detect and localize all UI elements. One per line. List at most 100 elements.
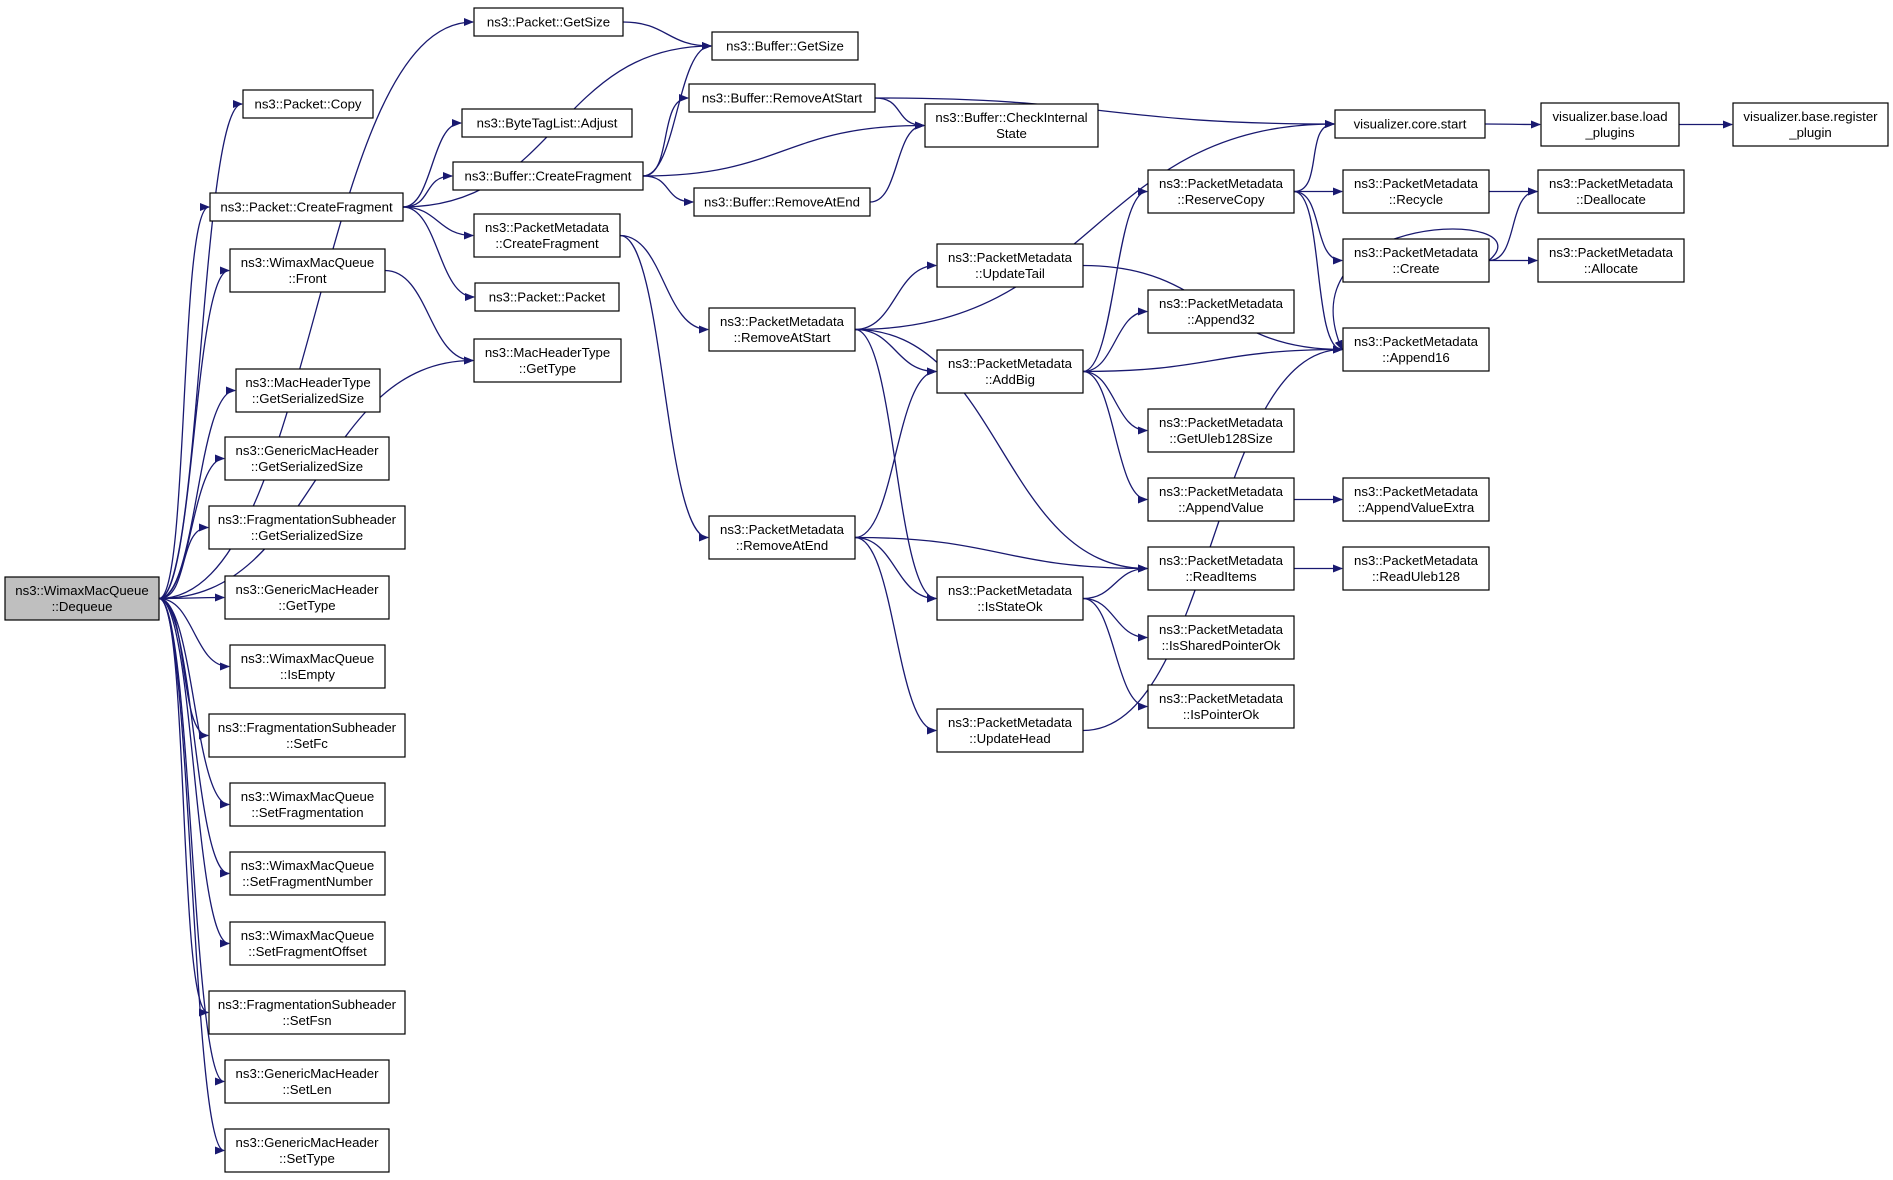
node-fs-setfsn[interactable]: ns3::FragmentationSubheader::SetFsn — [208, 990, 406, 1035]
node-label-line: ns3::PacketMetadata — [1549, 245, 1674, 260]
node-label-line: ::UpdateHead — [969, 731, 1050, 746]
node-label-line: ::IsPointerOk — [1183, 707, 1260, 722]
node-pm-dealloc[interactable]: ns3::PacketMetadata::Deallocate — [1537, 169, 1685, 214]
node-label-line: ns3::MacHeaderType — [485, 345, 610, 360]
node-buf-createfrag[interactable]: ns3::Buffer::CreateFragment — [452, 161, 644, 191]
node-label-line: ns3::PacketMetadata — [1354, 176, 1479, 191]
node-box — [224, 1059, 390, 1104]
node-wq-setfrag[interactable]: ns3::WimaxMacQueue::SetFragmentation — [229, 782, 386, 827]
node-pm-append32[interactable]: ns3::PacketMetadata::Append32 — [1147, 289, 1295, 334]
node-box — [688, 83, 876, 113]
node-box — [229, 248, 386, 293]
node-pkt-packet[interactable]: ns3::Packet::Packet — [474, 282, 620, 312]
node-label-line: ns3::FragmentationSubheader — [218, 512, 397, 527]
node-box — [209, 192, 404, 222]
node-pm-updatetail[interactable]: ns3::PacketMetadata::UpdateTail — [936, 243, 1084, 288]
edge-pm_rmstart-to-vis_start — [854, 120, 1335, 331]
node-vis-start[interactable]: visualizer.core.start — [1334, 109, 1486, 139]
node-gmh-settype[interactable]: ns3::GenericMacHeader::SetType — [224, 1128, 390, 1173]
edge-root-to-wq_setfragoff — [158, 597, 230, 948]
node-pkt-getsize[interactable]: ns3::Packet::GetSize — [473, 7, 624, 37]
node-label-line: ::Append32 — [1187, 312, 1254, 327]
node-label-line: ::RemoveAtStart — [734, 330, 831, 345]
node-box — [1147, 477, 1295, 522]
node-pm-create[interactable]: ns3::PacketMetadata::Create — [1342, 238, 1490, 283]
node-box — [924, 103, 1099, 148]
edge-pm_addbig-to-pm_append16 — [1082, 345, 1343, 373]
node-label-line: ns3::Packet::GetSize — [487, 15, 610, 30]
node-mht-gettype[interactable]: ns3::MacHeaderType::GetType — [473, 338, 622, 383]
node-pm-createfrag[interactable]: ns3::PacketMetadata::CreateFragment — [473, 213, 621, 258]
edge-pm_addbig-to-pm_appendvalue — [1082, 370, 1148, 504]
node-pkt-createfrag[interactable]: ns3::Packet::CreateFragment — [209, 192, 404, 222]
edge-root-to-gmh_settype — [158, 597, 225, 1155]
node-btl-adjust[interactable]: ns3::ByteTagList::Adjust — [461, 108, 633, 138]
edge-pm_addbig-to-pm_reservecopy — [1082, 187, 1148, 373]
node-pkt-copy[interactable]: ns3::Packet::Copy — [242, 89, 374, 119]
node-label-line: ns3::Buffer::GetSize — [726, 39, 844, 54]
node-pm-getuleb[interactable]: ns3::PacketMetadata::GetUleb128Size — [1147, 408, 1295, 453]
node-gmh-setlen[interactable]: ns3::GenericMacHeader::SetLen — [224, 1059, 390, 1104]
edge-pm_create-to-pm_dealloc — [1488, 187, 1538, 262]
node-vis-register[interactable]: visualizer.base.register_plugin — [1732, 102, 1889, 147]
node-pm-updatehead[interactable]: ns3::PacketMetadata::UpdateHead — [936, 708, 1084, 753]
node-pm-alloc[interactable]: ns3::PacketMetadata::Allocate — [1537, 238, 1685, 283]
node-pm-reservecopy[interactable]: ns3::PacketMetadata::ReserveCopy — [1147, 169, 1295, 214]
node-label-line: ::SetFragmentation — [251, 805, 363, 820]
edge-buf_createfrag-to-buf_check — [642, 121, 925, 177]
node-box — [711, 31, 859, 61]
node-pm-recycle[interactable]: ns3::PacketMetadata::Recycle — [1342, 169, 1490, 214]
node-root[interactable]: ns3::WimaxMacQueue::Dequeue — [4, 576, 160, 621]
node-buf-getsize[interactable]: ns3::Buffer::GetSize — [711, 31, 859, 61]
node-label-line: ::SetFragmentOffset — [248, 944, 367, 959]
node-wq-setfragnum[interactable]: ns3::WimaxMacQueue::SetFragmentNumber — [229, 851, 386, 896]
node-buf-rmstart[interactable]: ns3::Buffer::RemoveAtStart — [688, 83, 876, 113]
node-fs-getser[interactable]: ns3::FragmentationSubheader::GetSerializ… — [208, 505, 406, 550]
node-pm-append16[interactable]: ns3::PacketMetadata::Append16 — [1342, 327, 1490, 372]
edge-pm_isstateok-to-pm_readitems — [1082, 564, 1148, 600]
node-wq-isempty[interactable]: ns3::WimaxMacQueue::IsEmpty — [229, 644, 386, 689]
node-label-line: ns3::WimaxMacQueue — [15, 583, 148, 598]
node-label-line: ::AddBig — [985, 372, 1035, 387]
node-gmh-gettype[interactable]: ns3::GenericMacHeader::GetType — [224, 575, 390, 620]
node-vis-load[interactable]: visualizer.base.load_plugins — [1540, 102, 1680, 147]
node-pm-isstateok[interactable]: ns3::PacketMetadata::IsStateOk — [936, 576, 1084, 621]
node-box — [452, 161, 644, 191]
node-label-line: ::AppendValue — [1178, 500, 1264, 515]
node-pm-appendvalue[interactable]: ns3::PacketMetadata::AppendValue — [1147, 477, 1295, 522]
node-mht-getser[interactable]: ns3::MacHeaderType::GetSerializedSize — [235, 368, 381, 413]
node-pm-issharedptr[interactable]: ns3::PacketMetadata::IsSharedPointerOk — [1147, 615, 1295, 660]
node-label-line: ::SetFc — [286, 736, 328, 751]
node-box — [224, 1128, 390, 1173]
node-pm-addbig[interactable]: ns3::PacketMetadata::AddBig — [936, 349, 1084, 394]
node-label-line: ns3::PacketMetadata — [1354, 484, 1479, 499]
edge-root-to-gmh_setlen — [158, 597, 225, 1086]
node-gmh-getser[interactable]: ns3::GenericMacHeader::GetSerializedSize — [224, 436, 390, 481]
node-pm-isptr[interactable]: ns3::PacketMetadata::IsPointerOk — [1147, 684, 1295, 729]
node-label-line: ::Allocate — [1584, 261, 1638, 276]
node-box — [229, 782, 386, 827]
node-wq-setfragoff[interactable]: ns3::WimaxMacQueue::SetFragmentOffset — [229, 921, 386, 966]
node-box — [235, 368, 381, 413]
node-label-line: ns3::GenericMacHeader — [236, 1135, 380, 1150]
edge-root-to-gmh_getser — [158, 454, 225, 600]
node-label-line: ns3::PacketMetadata — [485, 220, 610, 235]
node-pm-readitems[interactable]: ns3::PacketMetadata::ReadItems — [1147, 546, 1295, 591]
node-label-line: ns3::PacketMetadata — [720, 314, 845, 329]
node-wq-front[interactable]: ns3::WimaxMacQueue::Front — [229, 248, 386, 293]
node-box — [693, 187, 871, 217]
node-fs-setfc[interactable]: ns3::FragmentationSubheader::SetFc — [208, 713, 406, 758]
node-label-line: ::Append16 — [1382, 350, 1449, 365]
node-label-line: State — [996, 126, 1027, 141]
node-pm-readuleb[interactable]: ns3::PacketMetadata::ReadUleb128 — [1342, 546, 1490, 591]
edge-buf_rmstart-to-buf_check — [874, 97, 925, 130]
node-label-line: ::SetFsn — [282, 1013, 331, 1028]
node-pm-rmstart[interactable]: ns3::PacketMetadata::RemoveAtStart — [708, 307, 856, 352]
node-buf-rmend[interactable]: ns3::Buffer::RemoveAtEnd — [693, 187, 871, 217]
edge-buf_rmend-to-buf_check — [869, 121, 925, 203]
node-pm-appendvalueextra[interactable]: ns3::PacketMetadata::AppendValueExtra — [1342, 477, 1490, 522]
node-label-line: ns3::PacketMetadata — [1549, 176, 1674, 191]
edge-root-to-fs_setfc — [158, 597, 209, 740]
node-pm-rmend[interactable]: ns3::PacketMetadata::RemoveAtEnd — [708, 515, 856, 560]
